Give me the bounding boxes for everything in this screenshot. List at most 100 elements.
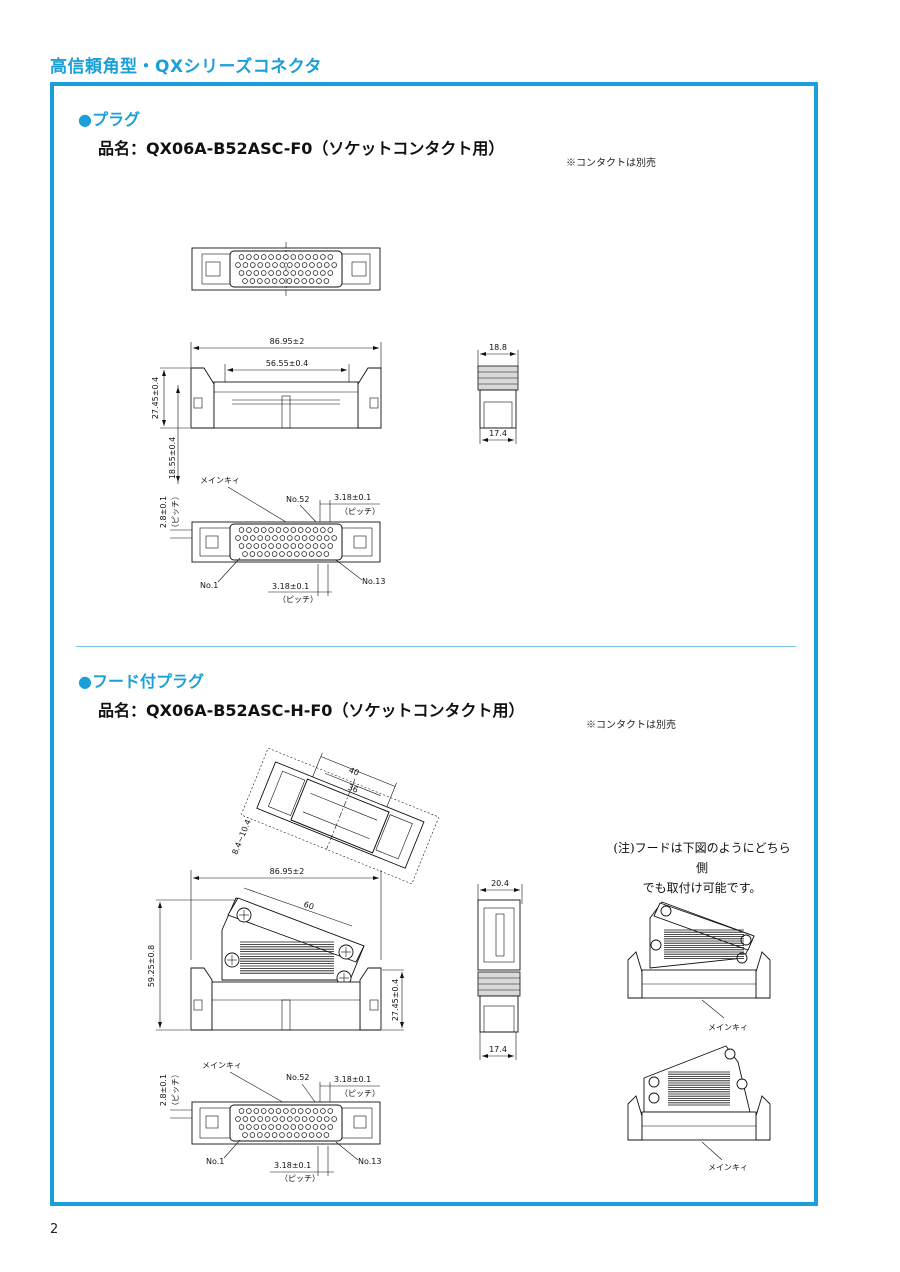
plug-face-pin: [275, 527, 282, 533]
plug-face-pin: [290, 527, 297, 533]
plug-face-pin: [301, 535, 308, 541]
hood-plug-face-pin: [260, 1108, 267, 1114]
hood-right-upper-main-key-label: メインキィ: [708, 1023, 748, 1032]
hood-plug-face-pin: [320, 1124, 326, 1130]
plug-top-pin: [264, 262, 271, 268]
hood-plug-face-pin: [257, 1116, 263, 1122]
plug-face-pin: [268, 543, 274, 549]
plug-top-pin: [312, 270, 319, 276]
plug-face-pin: [283, 543, 289, 549]
hood-note-line-2: でも取付け可能です。: [642, 881, 762, 895]
plug-pin-13-label: No.13: [362, 577, 385, 586]
hood-range-label: 8.4~10.4: [231, 818, 253, 856]
hood-plug-face-pin: [297, 1124, 304, 1130]
plug-top-pin: [316, 262, 323, 268]
hood-plug-face-pin: [294, 1132, 300, 1138]
plug-top-pin: [271, 278, 278, 284]
hood-plug-overall-width-label: 86.95±2: [270, 867, 305, 876]
plug-top-pin: [275, 254, 282, 260]
hood-plug-face-pin: [324, 1116, 330, 1122]
page-number: 2: [50, 1222, 59, 1237]
plug-face-pin: [253, 543, 260, 549]
plug-top-pin: [253, 270, 260, 276]
plug-front-view: 86.95±2 56.55±0.4 27.45±0.4 18.55±0.4: [151, 337, 382, 484]
hood-plug-height-total-label: 59.25±0.8: [147, 945, 156, 987]
plug-face-pin: [246, 543, 252, 549]
plug-top-pin: [305, 270, 311, 276]
plug-top-pin: [253, 254, 260, 260]
plug-side-depth-top-label: 18.8: [489, 343, 507, 352]
hood-plug-face-pin: [305, 1108, 311, 1114]
plug-face-pin: [287, 535, 293, 541]
plug-face-pin: [264, 535, 271, 541]
plug-top-pin: [249, 278, 256, 284]
hood-plug-pin-1-label: No.1: [206, 1157, 224, 1166]
section-plug-contact-note: ※コンタクトは別売: [566, 158, 656, 169]
hood-plug-face-pin: [327, 1108, 334, 1114]
plug-face-pin: [279, 535, 286, 541]
plug-top-pin: [257, 262, 263, 268]
section-plug-product-name: 品名：QX06A-B52ASC-F0（ソケットコンタクト用）: [98, 139, 505, 158]
plug-face-pin: [253, 527, 260, 533]
plug-face-pin: [260, 543, 267, 549]
plug-col-pitch-bottom-label: 3.18±0.1: [272, 582, 309, 591]
plug-top-pin: [309, 262, 315, 268]
hood-right-lower-main-key-label: メインキィ: [708, 1163, 748, 1172]
plug-top-pin: [268, 254, 274, 260]
hood-plug-face-pin: [294, 1116, 300, 1122]
plug-top-pin: [323, 278, 330, 284]
plug-side-view: 18.8 17.4: [477, 343, 519, 444]
hood-plug-face-pin: [268, 1124, 274, 1130]
plug-pin-1-label: No.1: [200, 581, 218, 590]
hood-plug-height-body-label: 27.45±0.4: [391, 979, 400, 1021]
hood-plug-face-pin: [290, 1124, 297, 1130]
plug-face-pin: [268, 527, 274, 533]
hood-plug-main-key-label: メインキィ: [202, 1061, 242, 1070]
hood-plug-face-pin: [275, 1124, 282, 1130]
hood-plug-face-pin: [312, 1108, 319, 1114]
hood-plug-front-view: 86.95±2 60 59.25±0.8: [147, 867, 404, 1031]
hood-plug-face-pin: [283, 1108, 289, 1114]
plug-pin-52-label: No.52: [286, 495, 309, 504]
plug-face-pin: [305, 543, 311, 549]
hood-plug-face-pin: [246, 1124, 252, 1130]
hood-orientation-right-upper: メインキィ: [627, 901, 771, 1032]
hood-plug-face-pin: [283, 1124, 289, 1130]
hood-plug-pin-face-view: メインキィ No.52 3.18±0.1 （ピッチ） 2.8±0.1 （ピッチ）…: [159, 1061, 381, 1183]
plug-face-pin: [290, 543, 297, 549]
section-hood-plug-heading: ●フード付プラグ: [78, 672, 204, 691]
plug-top-pin: [242, 262, 249, 268]
hood-plug-pin-13-label: No.13: [358, 1157, 381, 1166]
hood-plug-face-pin: [301, 1132, 307, 1138]
section-hood-plug-contact-note: ※コンタクトは別売: [586, 720, 676, 731]
hood-side-depth-top-label: 20.4: [491, 879, 509, 888]
plug-face-pin: [320, 527, 326, 533]
plug-face-pin: [238, 543, 245, 549]
plug-face-pin: [272, 535, 278, 541]
hood-note-line-1: (注)フードは下図のようにどちら側: [613, 841, 791, 875]
hood-plug-face-pin: [242, 1116, 249, 1122]
hood-plug-face-pin: [235, 1116, 241, 1122]
plug-row-pitch-label: 2.8±0.1: [159, 496, 168, 528]
hood-plug-face-pin: [264, 1132, 270, 1138]
hood-plug-face-pin: [316, 1132, 322, 1138]
hood-plug-face-pin: [323, 1132, 330, 1138]
plug-face-pin: [246, 527, 252, 533]
plug-top-pin: [305, 254, 311, 260]
hood-plug-face-pin: [249, 1132, 256, 1138]
plug-face-pin: [279, 551, 285, 557]
hood-side-depth-bottom-label: 17.4: [489, 1045, 507, 1054]
plug-top-pin: [242, 278, 248, 284]
hood-plug-face-pin: [297, 1108, 304, 1114]
plug-top-pin: [297, 270, 304, 276]
plug-face-pin: [257, 551, 263, 557]
hood-plug-face-pin: [264, 1116, 271, 1122]
plug-face-pin: [242, 551, 248, 557]
plug-top-pin: [279, 262, 286, 268]
hood-plug-face-pin: [238, 1108, 245, 1114]
hood-plug-face-pin: [250, 1116, 256, 1122]
plug-inner-width-label: 56.55±0.4: [266, 359, 308, 368]
plug-overall-width-label: 86.95±2: [270, 337, 305, 346]
plug-side-depth-bottom-label: 17.4: [489, 429, 507, 438]
